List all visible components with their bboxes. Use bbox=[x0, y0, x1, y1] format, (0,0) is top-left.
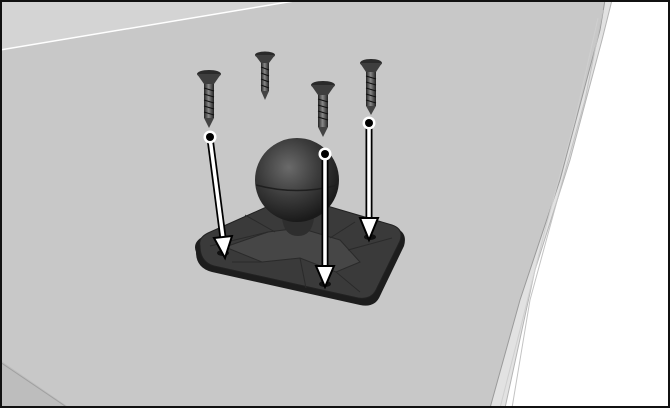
installation-illustration bbox=[0, 0, 670, 408]
illustration-frame bbox=[0, 0, 670, 408]
